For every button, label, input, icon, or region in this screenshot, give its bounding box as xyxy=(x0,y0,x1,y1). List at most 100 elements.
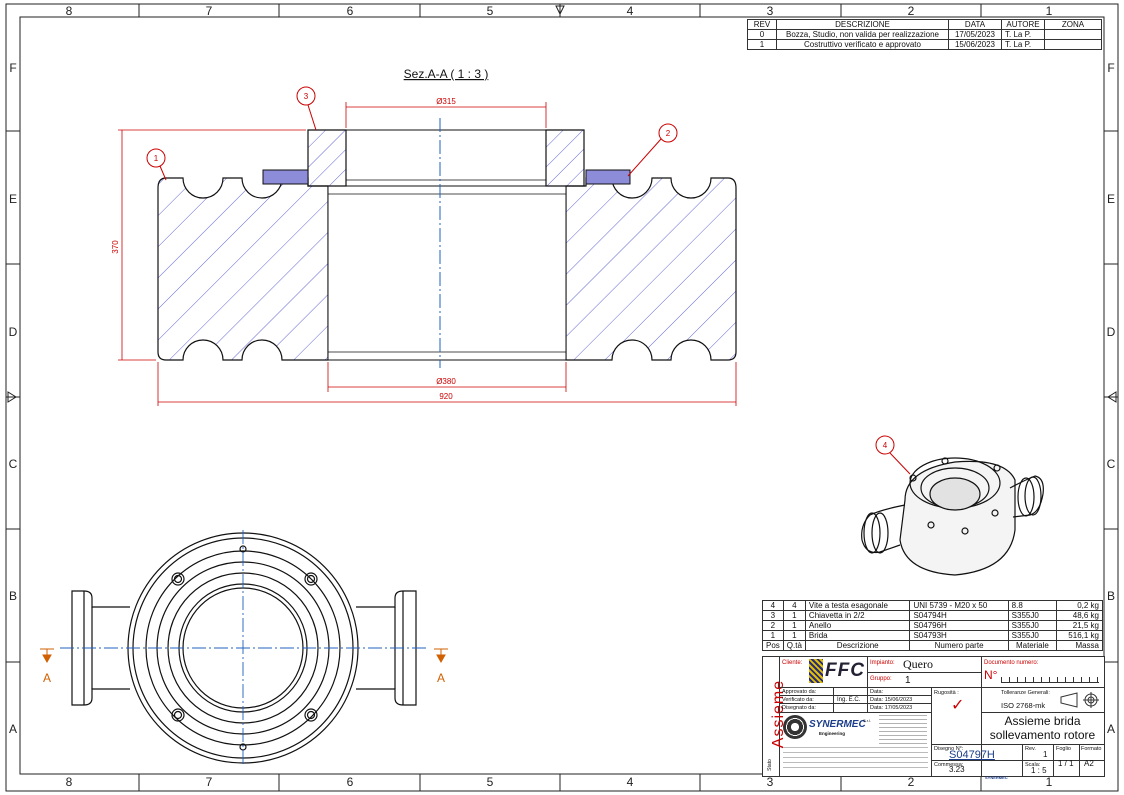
bom-header-description: Descrizione xyxy=(804,640,911,651)
bom-material: S355J0 xyxy=(1007,620,1058,631)
section-title: Sez.A-A ( 1 : 3 ) xyxy=(404,67,489,81)
bom-table: 4 4 Vite a testa esagonale UNI 5739 - M2… xyxy=(762,600,1103,651)
dim-top-diameter: Ø315 xyxy=(436,97,456,106)
rev-label: Rev. xyxy=(1025,746,1036,752)
rev-zone xyxy=(1044,29,1102,40)
scala-value: 1 : 5 xyxy=(1031,766,1047,775)
zone-row-E-right: E xyxy=(1107,192,1115,206)
rev-header-description: DESCRIZIONE xyxy=(776,19,949,30)
section-view-a-a: Sez.A-A ( 1 : 3 ) Ø315 Ø380 xyxy=(111,67,911,475)
zone-col-3-bottom: 3 xyxy=(767,775,774,789)
rev-header-author: AUTORE xyxy=(1001,19,1045,30)
stato-label: Stato xyxy=(766,759,773,771)
balloon-3: 3 xyxy=(304,92,309,101)
revision-table: REV DESCRIZIONE DATA AUTORE ZONA 0 Bozza… xyxy=(747,19,1102,50)
bom-material: 8.8 xyxy=(1007,600,1058,611)
bom-qty: 1 xyxy=(782,610,806,621)
section-marker-right-label: A xyxy=(437,671,445,685)
bom-header-row: Pos Q.tà Descrizione Numero parte Materi… xyxy=(762,640,1103,651)
section-key-left xyxy=(307,129,347,187)
bom-pos: 2 xyxy=(762,620,784,631)
projection-symbol-icon xyxy=(1059,691,1101,709)
rev-number: 1 xyxy=(747,39,777,50)
foglio-label: Foglio xyxy=(1056,746,1071,752)
section-bore xyxy=(327,185,567,361)
zone-col-3-top: 3 xyxy=(767,4,774,18)
company-logo: SYNERMEC S.r.l. Engineering xyxy=(783,715,928,745)
zone-col-5-bottom: 5 xyxy=(487,775,494,789)
bom-pos: 3 xyxy=(762,610,784,621)
cliente-label: Cliente: xyxy=(782,660,803,666)
rev-header-zone: ZONA xyxy=(1044,19,1102,30)
disegnato-label: Disegnato da: xyxy=(782,705,816,711)
balloon-4: 4 xyxy=(883,441,888,450)
zone-col-6-top: 6 xyxy=(347,4,354,18)
zone-row-C-right: C xyxy=(1107,457,1116,471)
bom-row: 4 4 Vite a testa esagonale UNI 5739 - M2… xyxy=(762,600,1103,611)
approvato-label: Approvato da: xyxy=(782,689,817,695)
bom-part: S04796H xyxy=(909,620,1009,631)
zone-col-1-bottom: 1 xyxy=(1046,775,1053,789)
bom-mass: 21,5 kg xyxy=(1056,620,1103,631)
rev-value: 1 xyxy=(1043,750,1048,759)
bom-header-mass: Massa xyxy=(1056,640,1103,651)
company-address-block xyxy=(879,715,927,745)
gear-icon xyxy=(783,715,807,739)
zone-row-D-left: D xyxy=(9,325,18,339)
bom-row: 3 1 Chiavetta in 2/2 S04794H S355J0 48,6… xyxy=(762,610,1103,621)
bom-mass: 516,1 kg xyxy=(1056,630,1103,641)
section-ring-right xyxy=(585,169,631,185)
formato-value: A2 xyxy=(1084,759,1094,768)
rev-description: Bozza, Studio, non valida per realizzazi… xyxy=(776,29,949,40)
company-suffix: S.r.l. xyxy=(863,718,872,723)
rev-date: 17/05/2023 xyxy=(948,29,1002,40)
zone-row-B-left: B xyxy=(9,589,17,603)
zone-col-7-bottom: 7 xyxy=(206,775,213,789)
bom-qty: 1 xyxy=(782,630,806,641)
bom-pos: 4 xyxy=(762,600,784,611)
bom-qty: 4 xyxy=(782,600,806,611)
zone-col-7-top: 7 xyxy=(206,4,213,18)
gruppo-label: Gruppo: xyxy=(870,676,892,682)
bom-material: S355J0 xyxy=(1007,630,1058,641)
foglio-value: 1 / 1 xyxy=(1058,759,1074,768)
bom-header-qty: Q.tà xyxy=(782,640,806,651)
bom-description: Chiavetta in 2/2 xyxy=(804,610,911,621)
dim-overall-height: 370 xyxy=(111,240,120,254)
zone-row-A-left: A xyxy=(9,722,17,736)
commessa-label: Commessa: xyxy=(934,762,964,768)
rev-number: 0 xyxy=(747,29,777,40)
zone-row-D-right: D xyxy=(1107,325,1116,339)
bom-part: S04793H xyxy=(909,630,1009,641)
section-ring-left xyxy=(262,169,309,185)
rugosita-label: Rugosità : xyxy=(934,690,959,696)
centering-marks xyxy=(7,5,1117,403)
bom-mass: 48,6 kg xyxy=(1056,610,1103,621)
commessa-value: 3.23 xyxy=(949,765,965,774)
roughness-symbol-icon: ✓ xyxy=(951,697,965,714)
zone-col-1-top: 1 xyxy=(1046,4,1053,18)
balloon-1: 1 xyxy=(154,154,159,163)
rev-zone xyxy=(1044,39,1102,50)
zone-col-8-bottom: 8 xyxy=(66,775,73,789)
bom-description: Vite a testa esagonale xyxy=(804,600,911,611)
rev-header-rev: REV xyxy=(747,19,777,30)
rev-date: 15/06/2023 xyxy=(948,39,1002,50)
dim-overall-width: 920 xyxy=(439,392,453,401)
disegno-label: Disegno N°: xyxy=(934,746,964,752)
disegno-value: S04797H xyxy=(949,749,995,761)
company-name: SYNERMEC xyxy=(809,719,866,730)
section-marker-left xyxy=(40,648,54,664)
bom-part: UNI 5739 - M20 x 50 xyxy=(909,600,1009,611)
bom-header-part: Numero parte xyxy=(909,640,1009,651)
bom-header-pos: Pos xyxy=(762,640,784,651)
footer-brand: SYNERMEC xyxy=(985,775,1008,780)
drawing-title-line-2: sollevamento rotore xyxy=(989,728,1096,742)
bom-part: S04794H xyxy=(909,610,1009,621)
verificato-value: Ing. E.C. xyxy=(837,697,861,703)
section-marker-left-label: A xyxy=(43,671,51,685)
data-verificato: Data: 15/06/2023 xyxy=(870,697,913,703)
client-logo: FFC xyxy=(809,659,864,683)
bom-qty: 1 xyxy=(782,620,806,631)
zone-col-4-bottom: 4 xyxy=(627,775,634,789)
